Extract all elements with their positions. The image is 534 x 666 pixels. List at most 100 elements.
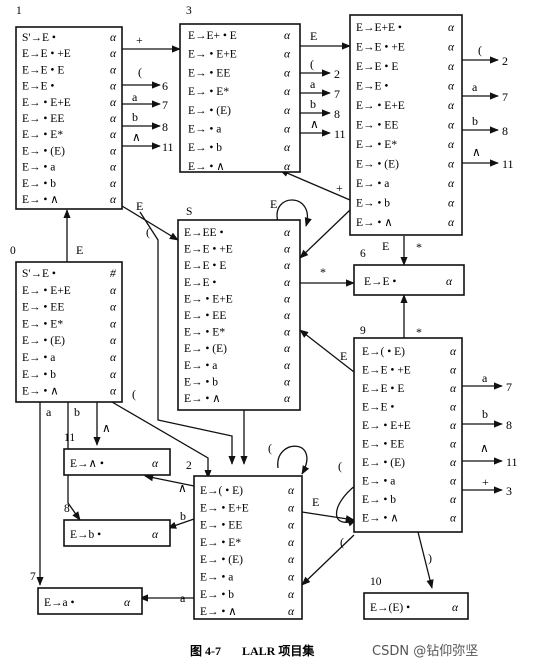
figure-title: LALR 项目集 xyxy=(242,643,315,658)
lookahead-symbol: α xyxy=(152,529,159,541)
lookahead-symbol: α xyxy=(284,277,291,289)
lr-item: E→E • xyxy=(184,277,216,289)
lookahead-symbol: α xyxy=(288,589,295,601)
lr-item: E→ • EE xyxy=(362,439,404,451)
state-id: 11 xyxy=(64,432,75,444)
state-10: 10 E→(E) •α xyxy=(363,576,469,620)
lr-item: E→ • E* xyxy=(184,327,225,339)
lookahead-symbol: α xyxy=(448,42,455,54)
edge-label: 8 xyxy=(334,107,340,121)
lookahead-symbol: α xyxy=(450,383,457,395)
lookahead-symbol: α xyxy=(110,32,117,44)
edge-label: * xyxy=(320,265,326,279)
edge-label: ( xyxy=(478,43,482,57)
edge-label: a xyxy=(310,77,316,91)
lookahead-symbol: α xyxy=(288,502,295,514)
lr-item: E→ • b xyxy=(200,589,234,601)
transition-edges xyxy=(36,42,503,602)
lookahead-symbol: α xyxy=(288,606,295,618)
lr-item: E→E • E xyxy=(22,64,64,76)
lr-item: E→ • (E) xyxy=(188,105,231,117)
edge-label: 7 xyxy=(162,98,168,112)
lr-item: E→ • E* xyxy=(22,318,63,330)
lr-item: E→ • EE xyxy=(356,120,398,132)
lookahead-symbol: α xyxy=(450,457,457,469)
lr-item: E→ • (E) xyxy=(184,343,227,355)
edge-label: 11 xyxy=(162,140,174,154)
edge-label: 8 xyxy=(506,418,512,432)
lookahead-symbol: α xyxy=(450,494,457,506)
edge-label: 7 xyxy=(502,90,508,104)
state-id: 1 xyxy=(16,5,22,17)
lr-item: E→E • xyxy=(22,81,54,93)
lr-item: E→ • (E) xyxy=(22,145,65,157)
lookahead-symbol: α xyxy=(110,302,117,314)
lookahead-symbol: α xyxy=(284,30,291,42)
edge-label: ) xyxy=(428,551,432,565)
state-id: 9 xyxy=(360,325,366,337)
lookahead-symbol: α xyxy=(152,458,159,470)
lookahead-symbol: α xyxy=(110,48,117,60)
lookahead-symbol: α xyxy=(110,64,117,76)
edge-label: ∧ xyxy=(132,130,141,144)
lr-item: E→E • +E xyxy=(362,365,411,377)
edge-label: b xyxy=(132,110,138,124)
lookahead-symbol: α xyxy=(448,198,455,210)
edge-label: 7 xyxy=(506,380,512,394)
lr-item: E→( • E) xyxy=(362,346,405,358)
lr-item: E→EE • xyxy=(184,227,223,239)
lr-item: E→(E) • xyxy=(370,602,410,614)
lr-item: E→b • xyxy=(70,529,101,541)
edge-label: E xyxy=(382,239,389,253)
lr-item: E→ • (E) xyxy=(22,335,65,347)
lr-item: E→( • E) xyxy=(200,485,243,497)
lr-item: E→ • ∧ xyxy=(22,194,59,206)
state-id: 2 xyxy=(186,460,192,472)
lr-item: E→ • E+E xyxy=(362,420,411,432)
lookahead-symbol: α xyxy=(448,217,455,229)
lr-item: E→ • E+E xyxy=(200,502,249,514)
edge-label: ∧ xyxy=(178,481,187,495)
lookahead-symbol: α xyxy=(110,352,117,364)
edge-label: ( xyxy=(132,387,136,401)
edge-label: ( xyxy=(138,65,142,79)
edge-label: ( xyxy=(340,535,344,549)
edge-label: + xyxy=(336,181,343,195)
lookahead-symbol: α xyxy=(288,520,295,532)
lr-item: E→ • a xyxy=(362,476,395,488)
lr-item: E→E • E xyxy=(184,260,226,272)
lookahead-symbol: α xyxy=(284,124,291,136)
state-id: 10 xyxy=(370,576,382,588)
edge-label: 6 xyxy=(162,79,168,93)
lookahead-symbol: α xyxy=(284,376,291,388)
lr-item: E→ • E* xyxy=(356,139,397,151)
edge-label: * xyxy=(416,240,422,254)
lookahead-symbol: α xyxy=(448,61,455,73)
lookahead-symbol: α xyxy=(110,318,117,330)
lookahead-symbol: α xyxy=(110,81,117,93)
edge-label: b xyxy=(180,509,186,523)
lookahead-symbol: α xyxy=(110,369,117,381)
state-6: 6 E→E •α xyxy=(353,248,465,296)
lr-item: E→E • +E xyxy=(22,48,71,60)
lookahead-symbol: α xyxy=(110,335,117,347)
lookahead-symbol: α xyxy=(448,100,455,112)
lookahead-symbol: α xyxy=(110,97,117,109)
lr-item: E→E • xyxy=(364,276,396,288)
lookahead-symbol: α xyxy=(284,260,291,272)
edge-label: 8 xyxy=(502,124,508,138)
lr-item: E→ • ∧ xyxy=(22,386,59,398)
edge-label: 2 xyxy=(502,54,508,68)
edge-label: E xyxy=(270,197,277,211)
lr-item: E→E • E xyxy=(356,61,398,73)
figure-number: 图 4-7 xyxy=(190,644,221,658)
lookahead-symbol: α xyxy=(284,327,291,339)
lookahead-symbol: α xyxy=(284,49,291,61)
lr-item: E→ • EE xyxy=(200,520,242,532)
lr-item: E→E+ • E xyxy=(188,30,237,42)
lr-item: E→ • ∧ xyxy=(188,161,225,173)
